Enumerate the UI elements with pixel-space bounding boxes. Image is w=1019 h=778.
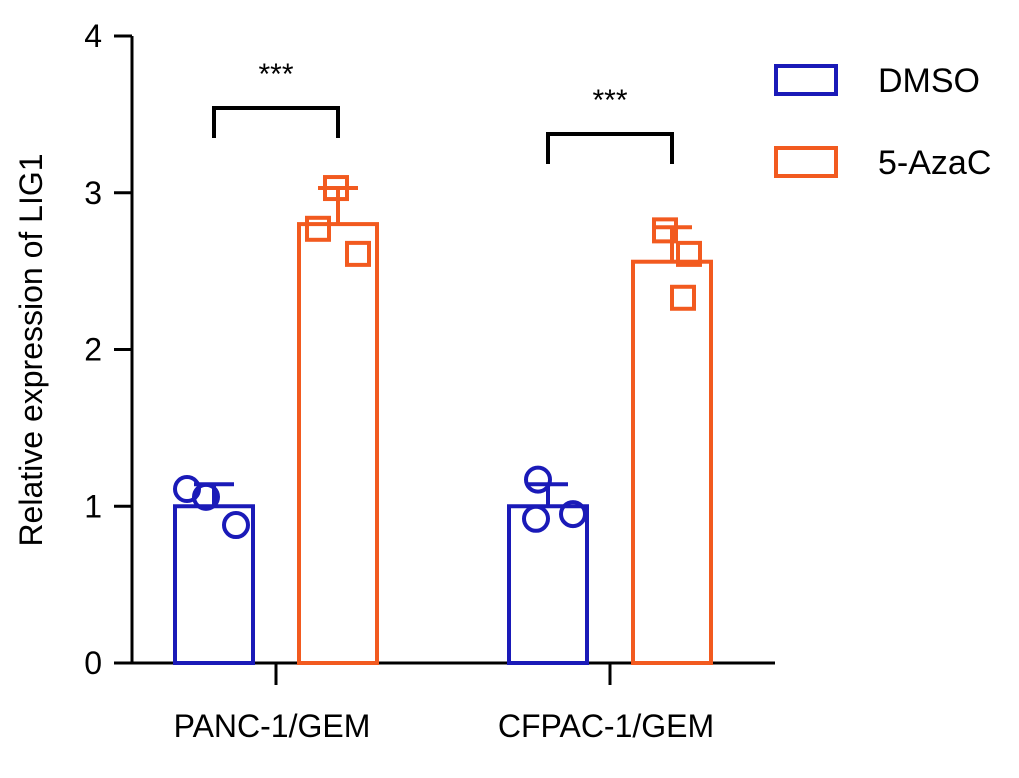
data-point-square xyxy=(652,217,678,244)
y-tick-label: 0 xyxy=(84,645,102,681)
data-point-square xyxy=(670,284,696,311)
data-point-circle xyxy=(522,504,550,533)
x-category-label: PANC-1/GEM xyxy=(174,708,371,744)
x-category-label: CFPAC-1/GEM xyxy=(498,708,714,744)
data-point-circle xyxy=(222,511,250,540)
error-bars xyxy=(194,186,692,507)
data-point-square xyxy=(676,240,702,267)
data-point-circle xyxy=(559,500,587,529)
legend-label: DMSO xyxy=(878,62,980,100)
significance-bracket xyxy=(212,106,340,138)
data-points xyxy=(173,175,702,540)
legend: DMSO 5-AzaC xyxy=(774,62,991,182)
y-tick-label: 4 xyxy=(84,18,102,54)
legend-label: 5-AzaC xyxy=(878,144,991,182)
y-tick-label: 2 xyxy=(84,332,102,368)
bar-dmso xyxy=(507,504,589,665)
y-tick-label: 3 xyxy=(84,175,102,211)
significance-label: *** xyxy=(258,58,293,91)
bars xyxy=(173,222,713,665)
data-point-square xyxy=(345,240,371,267)
significance-bracket xyxy=(546,132,674,164)
legend-swatch xyxy=(774,64,838,96)
bar-5-azac xyxy=(631,259,713,665)
bar-dmso xyxy=(173,504,255,665)
y-tick-label: 1 xyxy=(84,488,102,524)
significance-label: *** xyxy=(592,84,627,117)
legend-swatch xyxy=(774,146,838,178)
y-axis-title: Relative expression of LIG1 xyxy=(13,153,49,546)
bar-5-azac xyxy=(297,222,379,665)
significance-annotations: *** *** xyxy=(212,58,674,164)
data-point-square xyxy=(305,215,331,242)
data-point-circle xyxy=(524,465,552,494)
